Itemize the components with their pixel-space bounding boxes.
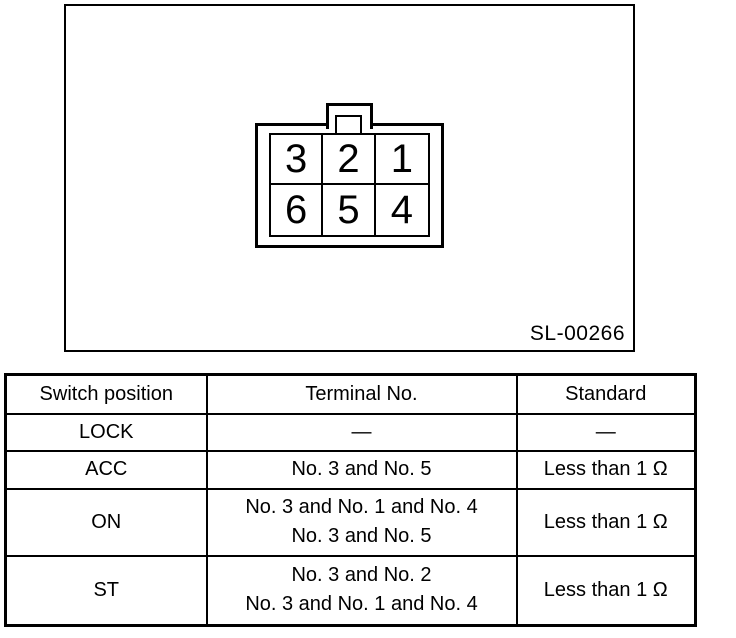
table-row-on: ON No. 3 and No. 1 and No. 4 No. 3 and N… bbox=[4, 487, 697, 557]
switch-position-value: ACC bbox=[4, 449, 208, 490]
terminal-cell-6: 6 bbox=[271, 185, 324, 235]
column-header-switch-position: Switch position bbox=[4, 373, 208, 415]
table-row-st: ST No. 3 and No. 2 No. 3 and No. 1 and N… bbox=[4, 554, 697, 627]
column-header-standard: Standard bbox=[515, 373, 697, 415]
switch-position-value: ST bbox=[4, 554, 208, 627]
column-header-terminal-no: Terminal No. bbox=[205, 373, 518, 415]
standard-value: — bbox=[515, 412, 697, 452]
table-row-acc: ACC No. 3 and No. 5 Less than 1 Ω bbox=[4, 449, 697, 490]
standard-value: Less than 1 Ω bbox=[515, 487, 697, 557]
table-header-row: Switch position Terminal No. Standard bbox=[4, 373, 697, 415]
terminal-cell-5: 5 bbox=[323, 185, 376, 235]
terminal-no-value: No. 3 and No. 2 No. 3 and No. 1 and No. … bbox=[205, 554, 518, 627]
terminal-no-value: No. 3 and No. 5 bbox=[205, 449, 518, 490]
terminal-no-value: — bbox=[205, 412, 518, 452]
terminal-cell-2: 2 bbox=[323, 135, 376, 185]
switch-position-value: LOCK bbox=[4, 412, 208, 452]
connector-figure-frame: 3 2 1 6 5 4 SL-00266 bbox=[64, 4, 635, 352]
terminal-grid: 3 2 1 6 5 4 bbox=[269, 133, 430, 237]
standard-value: Less than 1 Ω bbox=[515, 554, 697, 627]
terminal-cell-3: 3 bbox=[271, 135, 324, 185]
terminal-cell-4: 4 bbox=[390, 188, 413, 232]
table-row-lock: LOCK — — bbox=[4, 412, 697, 452]
terminal-no-value: No. 3 and No. 1 and No. 4 No. 3 and No. … bbox=[205, 487, 518, 557]
standard-value: Less than 1 Ω bbox=[515, 449, 697, 490]
terminal-cell-1: 1 bbox=[375, 135, 428, 185]
continuity-spec-table: Switch position Terminal No. Standard LO… bbox=[4, 373, 697, 627]
figure-code-label: SL-00266 bbox=[529, 322, 625, 345]
switch-position-value: ON bbox=[4, 487, 208, 557]
